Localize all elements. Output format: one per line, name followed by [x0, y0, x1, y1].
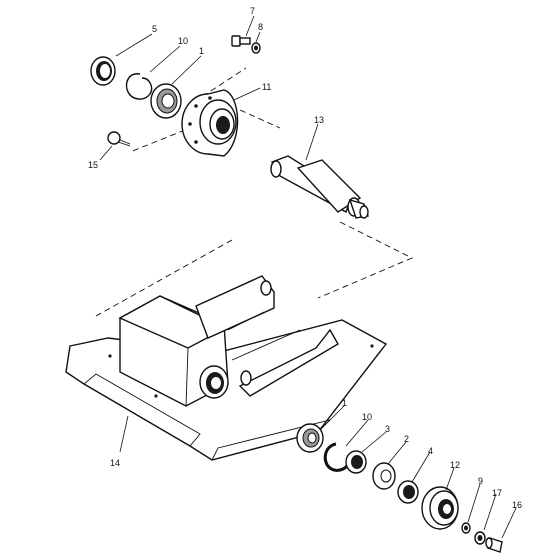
callout-12: 12	[450, 460, 460, 470]
part-4-ring	[397, 480, 419, 504]
part-2-washer	[372, 462, 396, 490]
plate-side-walls	[195, 275, 339, 397]
callout-5-top: 5	[152, 24, 157, 34]
exciter-housing	[118, 295, 229, 407]
part-8-washer	[251, 42, 261, 54]
part-3-spacer	[345, 450, 367, 474]
callout-15: 15	[88, 160, 98, 170]
part-1-bearing-top	[150, 83, 182, 119]
callout-9: 9	[478, 476, 483, 486]
callout-1-top: 1	[199, 46, 204, 56]
assembly-dashed-lines	[95, 67, 414, 317]
part-13-eccentric-shaft	[270, 155, 369, 219]
callout-3: 3	[385, 424, 390, 434]
part-16-bolt	[485, 537, 503, 553]
part-7-bolt	[231, 35, 251, 47]
callout-10-top: 10	[178, 36, 188, 46]
callout-8: 8	[258, 22, 263, 32]
part-1-bearing-bottom	[296, 423, 324, 453]
part-5-seal-ring	[90, 56, 116, 86]
leader-lines	[99, 15, 517, 539]
callout-11: 11	[262, 82, 271, 92]
callout-4: 4	[428, 446, 433, 456]
callout-14: 14	[110, 458, 120, 468]
part-15-bolt	[107, 131, 131, 147]
part-11-flange-housing	[181, 89, 239, 157]
callout-13: 13	[314, 115, 324, 125]
part-17-washer	[474, 531, 486, 545]
callout-16: 16	[512, 500, 522, 510]
callout-17: 17	[492, 488, 502, 498]
part-9-washer	[461, 522, 471, 534]
callout-1-bottom: 1	[342, 398, 347, 408]
callout-10-bottom: 10	[362, 412, 372, 422]
callout-numbers: 5 10 1 7 8 11 13 15 14 1 10 3 2 4 12 9 1…	[88, 6, 522, 510]
part-10-circlip-top	[125, 73, 153, 100]
callout-2: 2	[404, 434, 409, 444]
callout-7: 7	[250, 6, 255, 16]
part-12-pulley	[421, 486, 459, 530]
